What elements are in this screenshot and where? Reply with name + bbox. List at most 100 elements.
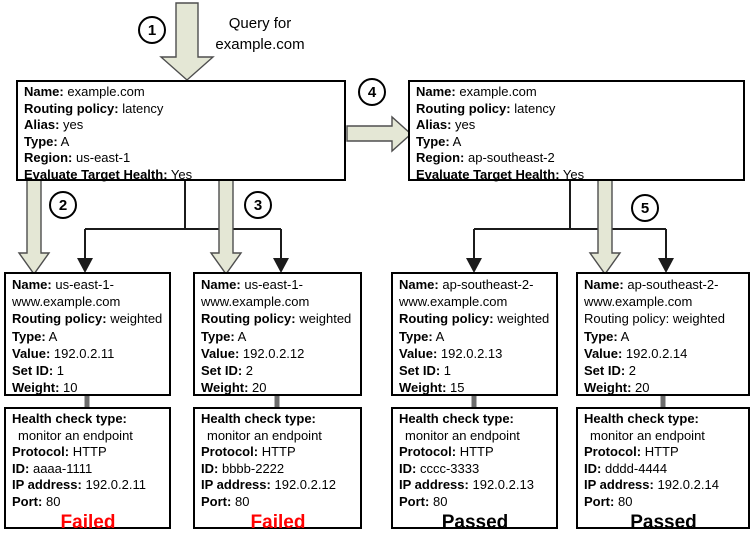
health-status-text: Failed (60, 511, 116, 533)
record-field: Weight: 10 (12, 379, 164, 396)
field-value: us-east-1 (76, 150, 131, 165)
field-label: Type: (12, 328, 46, 344)
record-field: Name: ap-southeast-2-www.example.com (399, 276, 551, 310)
record-field: Name: us-east-1-www.example.com (12, 276, 164, 310)
field-value: 2 (245, 363, 254, 379)
field-value: ap-southeast-2-www.example.com (584, 277, 719, 310)
arrowhead-to-record2-icon (273, 258, 289, 273)
latency-record-box-ap-southeast-2: Name: example.com Routing policy: latenc… (408, 80, 745, 184)
field-label: IP address: (399, 477, 469, 493)
field-label: Weight: (12, 380, 60, 396)
weighted-record-box-2: Name: us-east-1-www.example.com Routing … (193, 272, 362, 396)
field-label: Routing policy: (12, 311, 107, 327)
step-number: 5 (640, 199, 650, 217)
field-value: weighted (299, 311, 352, 327)
record-field: Region: us-east-1 (24, 150, 339, 167)
field-label: Weight: (399, 380, 447, 396)
field-value: 80 (45, 493, 61, 509)
health-status-text: Failed (250, 511, 306, 533)
health-check-type-value: monitor an endpoint (590, 427, 705, 443)
record-field: Protocol: HTTP (12, 444, 164, 461)
record-field: Type: A (201, 328, 355, 345)
field-value: weighted (110, 311, 163, 327)
field-label: Port: (201, 493, 232, 509)
connector-tree-right (473, 181, 667, 260)
field-value: bbbb-2222 (221, 460, 285, 476)
field-value: ap-southeast-2 (468, 150, 555, 165)
record-field: Routing policy: weighted (201, 310, 355, 327)
record-field: Evaluate Target Health: Yes (24, 167, 339, 184)
health-check-type-label: Health check type: (399, 411, 514, 426)
field-label: Protocol: (399, 444, 457, 460)
record-field: Weight: 15 (399, 379, 551, 396)
health-check-type-label: Health check type: (12, 411, 127, 426)
record-field: Routing policy: latency (24, 101, 339, 118)
field-label: Type: (399, 328, 433, 344)
field-value: cccc-3333 (419, 460, 480, 476)
field-value: Yes (170, 166, 193, 182)
query-label: Query for example.com (215, 15, 305, 53)
record-field: Set ID: 1 (12, 362, 164, 379)
step-number: 2 (58, 196, 68, 214)
field-value: example.com (459, 84, 537, 99)
field-label: Protocol: (12, 444, 70, 460)
step3-arrow-icon (209, 176, 243, 276)
record-field: Type: A (416, 134, 738, 151)
step-badge-3: 3 (244, 191, 272, 219)
field-value: 192.0.2.13 (440, 345, 503, 361)
field-value: 1 (56, 363, 65, 379)
field-value: Yes (562, 166, 585, 182)
health-check-type-value: monitor an endpoint (405, 427, 520, 443)
record-field: ID: aaaa-1111 (12, 461, 164, 478)
field-label: Type: (24, 133, 58, 149)
record-field: Type: A (584, 328, 743, 345)
field-label: Name: (201, 277, 241, 292)
field-value: A (620, 328, 630, 344)
record-field: Name: example.com (416, 84, 738, 101)
record-field: Evaluate Target Health: Yes (416, 167, 738, 184)
step5-arrow-icon (588, 176, 622, 276)
record-field: Alias: yes (416, 117, 738, 134)
record-field: IP address: 192.0.2.14 (584, 477, 743, 494)
record-field: IP address: 192.0.2.13 (399, 477, 551, 494)
health-check-box-2: Health check type: monitor an endpoint P… (193, 407, 362, 533)
field-value: A (48, 328, 58, 344)
field-label: Weight: (201, 380, 249, 396)
field-value: dddd-4444 (604, 460, 668, 476)
health-check-box-3: Health check type: monitor an endpoint P… (391, 407, 558, 533)
field-label: ID: (12, 460, 30, 476)
field-label: ID: (399, 460, 417, 476)
field-label: Alias: (416, 117, 452, 132)
field-value: example.com (67, 84, 145, 99)
field-label: Set ID: (399, 363, 441, 379)
field-label: IP address: (12, 477, 82, 493)
field-value: yes (455, 117, 476, 132)
field-label: Value: (201, 345, 240, 361)
field-label: Type: (201, 328, 235, 344)
field-label: Routing policy: (201, 311, 296, 327)
field-label: Routing policy: (24, 100, 119, 116)
field-value: HTTP (459, 444, 494, 460)
field-label: Value: (12, 345, 51, 361)
record-field: Port: 80 (201, 494, 355, 511)
weighted-record-box-1: Name: us-east-1-www.example.com Routing … (4, 272, 171, 396)
field-value: HTTP (72, 444, 107, 460)
field-label: Value: (584, 345, 623, 361)
health-check-type-value: monitor an endpoint (207, 427, 322, 443)
field-value: A (435, 328, 445, 344)
field-label: Protocol: (584, 444, 642, 460)
record-field: Weight: 20 (201, 379, 355, 396)
record-field: Region: ap-southeast-2 (416, 150, 738, 167)
record-field: ID: dddd-4444 (584, 461, 743, 478)
record-field: Protocol: HTTP (201, 444, 355, 461)
record-field: ID: bbbb-2222 (201, 461, 355, 478)
field-value: HTTP (261, 444, 296, 460)
health-check-box-4: Health check type: monitor an endpoint P… (576, 407, 750, 533)
record-field: Set ID: 2 (584, 362, 743, 379)
record-field: IP address: 192.0.2.12 (201, 477, 355, 494)
field-label: Protocol: (201, 444, 259, 460)
field-value: 20 (252, 380, 267, 396)
record-field: Value: 192.0.2.12 (201, 345, 355, 362)
field-value: 80 (617, 493, 633, 509)
